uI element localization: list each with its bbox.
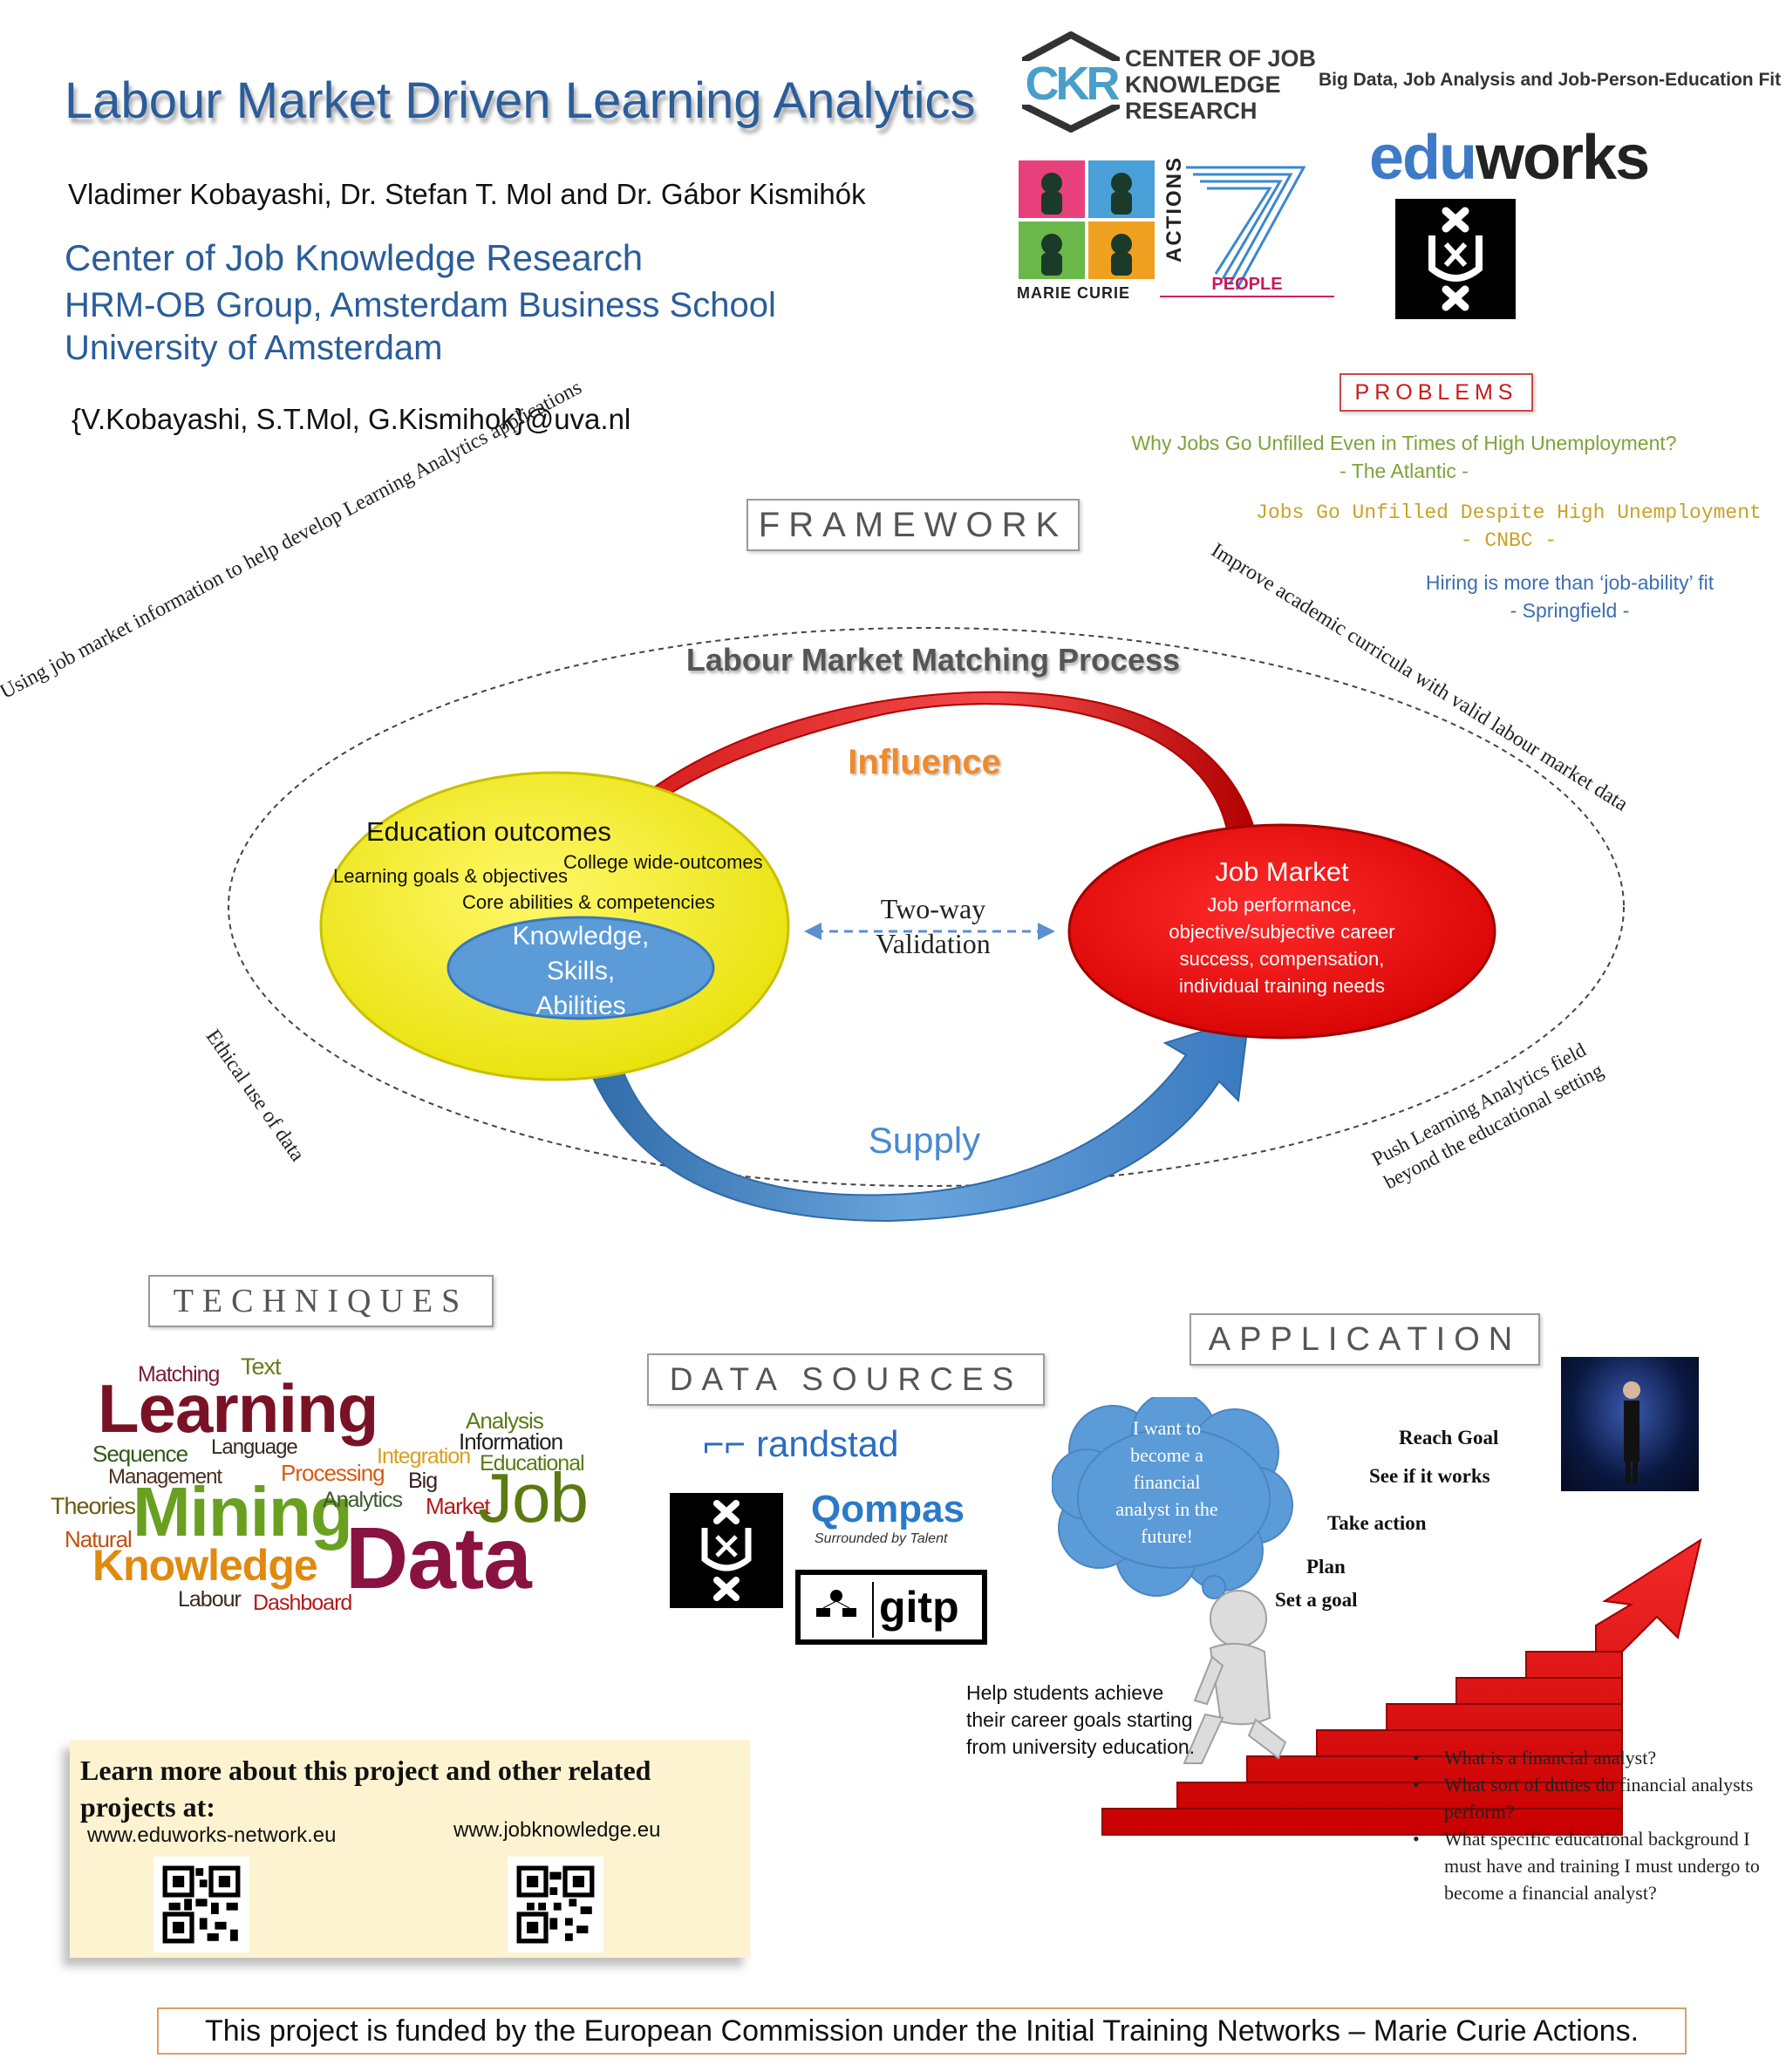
word-management: Management xyxy=(108,1465,222,1489)
techniques-heading: TECHNIQUES xyxy=(148,1275,494,1327)
ckr-mark: CKR xyxy=(1026,58,1120,110)
supply-arrow xyxy=(574,1015,1251,1223)
education-outcomes-title: Education outcomes xyxy=(366,816,611,847)
step-take-action: Take action xyxy=(1327,1512,1427,1534)
college-outcomes-label: College wide-outcomes xyxy=(563,851,763,873)
question-1: What is a financial analyst? xyxy=(1413,1744,1779,1771)
poster-title: Labour Market Driven Learning Analytics xyxy=(65,72,976,129)
eduworks-logo: eduworks xyxy=(1369,123,1650,193)
word-integration: Integration xyxy=(377,1444,471,1469)
presenter-photo xyxy=(1561,1357,1699,1491)
ksa-ellipse xyxy=(446,916,715,1020)
word-analytics: Analytics xyxy=(323,1488,403,1512)
word-sequence: Sequence xyxy=(92,1441,188,1467)
ckr-subtitle: Big Data, Job Analysis and Job-Person-Ed… xyxy=(1319,70,1782,90)
problem-cnbc: Jobs Go Unfilled Despite High Unemployme… xyxy=(1256,501,1762,552)
problem-atlantic: Why Jobs Go Unfilled Even in Times of Hi… xyxy=(1131,432,1677,482)
fp7-people-logo: PEOPLE xyxy=(1160,166,1334,297)
step-plan: Plan xyxy=(1306,1556,1346,1578)
word-learning: Learning xyxy=(98,1370,378,1447)
framework-heading: FRAMEWORK xyxy=(746,499,1080,551)
question-2: What sort of duties do financial analyst… xyxy=(1413,1771,1779,1825)
application-heading: APPLICATION xyxy=(1190,1313,1540,1366)
word-knowledge: Knowledge xyxy=(92,1541,318,1590)
uva-logo xyxy=(1395,199,1516,319)
matching-process-title: Labour Market Matching Process xyxy=(685,642,1181,678)
influence-label: Influence xyxy=(848,743,1001,781)
data-sources-heading: DATA SOURCES xyxy=(647,1353,1045,1406)
climbing-figure-icon xyxy=(1183,1590,1287,1764)
jobknowledge-qr-code[interactable] xyxy=(508,1857,603,1953)
learn-more-title: Learn more about this project and other … xyxy=(80,1755,651,1823)
word-market: Market xyxy=(426,1493,490,1519)
step-set-a-goal: Set a goal xyxy=(1275,1589,1358,1611)
word-information: Information xyxy=(459,1428,563,1455)
job-market-ellipse xyxy=(1067,823,1496,1039)
techniques-word-cloud: Matching Text Learning Analysis Informat… xyxy=(35,1343,610,1631)
step-see-if-it-works: See if it works xyxy=(1369,1465,1490,1487)
word-big: Big xyxy=(408,1469,438,1493)
jobknowledge-link[interactable]: www.jobknowledge.eu xyxy=(453,1818,661,1842)
word-job: Job xyxy=(478,1459,589,1537)
randstad-logo: ⌐⌐randstad xyxy=(703,1423,899,1464)
word-mining: Mining xyxy=(133,1473,353,1551)
learn-more-panel: Learn more about this project and other … xyxy=(70,1740,750,1958)
gitp-diagram-icon xyxy=(806,1582,874,1638)
help-students-text: Help students achieve their career goals… xyxy=(966,1681,1196,1758)
funding-footer: This project is funded by the European C… xyxy=(157,2007,1687,2055)
qompas-logo: Qompas Surrounded by Talent xyxy=(811,1488,965,1546)
thought-bubble xyxy=(1052,1397,1293,1615)
word-text: Text xyxy=(241,1353,282,1380)
marie-curie-logo xyxy=(1019,160,1156,283)
word-labour: Labour xyxy=(178,1587,242,1612)
word-theories: Theories xyxy=(51,1493,136,1519)
marie-curie-label: MARIE CURIE xyxy=(1017,284,1131,302)
question-3: What specific educational background I m… xyxy=(1413,1825,1779,1906)
affiliation-university: University of Amsterdam xyxy=(65,329,443,367)
step-reach-goal: Reach Goal xyxy=(1399,1427,1499,1448)
authors: Vladimer Kobayashi, Dr. Stefan T. Mol an… xyxy=(68,178,866,210)
supply-label: Supply xyxy=(868,1120,981,1161)
contact-email: {V.Kobayashi, S.T.Mol, G.Kismihok}@uva.n… xyxy=(72,403,631,435)
framework-dashed-ring xyxy=(228,627,1625,1187)
word-educational: Educational xyxy=(480,1451,585,1476)
eduworks-qr-code[interactable] xyxy=(153,1857,249,1953)
gitp-logo: gitp xyxy=(795,1570,987,1645)
word-natural: Natural xyxy=(65,1526,133,1552)
job-market-text: Job Market Job performance, objective/su… xyxy=(1169,856,1395,997)
core-abilities-label: Core abilities & competencies xyxy=(462,891,715,913)
thought-text: I want to become a financial analyst in … xyxy=(1115,1417,1218,1547)
ckr-hexagon-logo: CKR xyxy=(1019,31,1123,133)
eduworks-link[interactable]: www.eduworks-network.eu xyxy=(87,1823,337,1847)
affiliation-center: Center of Job Knowledge Research xyxy=(65,237,644,278)
problem-springfield: Hiring is more than ‘job-ability’ fit - … xyxy=(1425,571,1714,622)
randstad-icon: ⌐⌐ xyxy=(703,1423,746,1464)
two-way-validation-label: Two-way Validation xyxy=(876,893,991,959)
fp7-people-label: PEOPLE xyxy=(1211,275,1282,294)
word-language: Language xyxy=(211,1435,298,1459)
word-matching: Matching xyxy=(138,1362,220,1387)
affiliation-group: HRM-OB Group, Amsterdam Business School xyxy=(65,286,776,324)
word-dashboard: Dashboard xyxy=(253,1591,352,1615)
ckr-name: CENTER OF JOB KNOWLEDGE RESEARCH xyxy=(1125,45,1317,124)
problems-heading: PROBLEMS xyxy=(1340,373,1533,412)
learning-goals-label: Learning goals & objectives xyxy=(333,865,569,887)
word-analysis: Analysis xyxy=(466,1407,544,1434)
ksa-label: Knowledge, Skills, Abilities xyxy=(512,922,650,1020)
word-data: Data xyxy=(345,1510,532,1607)
uva-logo-data-source xyxy=(670,1493,783,1608)
application-questions: What is a financial analyst? What sort o… xyxy=(1413,1744,1779,1906)
framework-diagram xyxy=(228,627,1625,1223)
word-processing: Processing xyxy=(281,1460,385,1486)
